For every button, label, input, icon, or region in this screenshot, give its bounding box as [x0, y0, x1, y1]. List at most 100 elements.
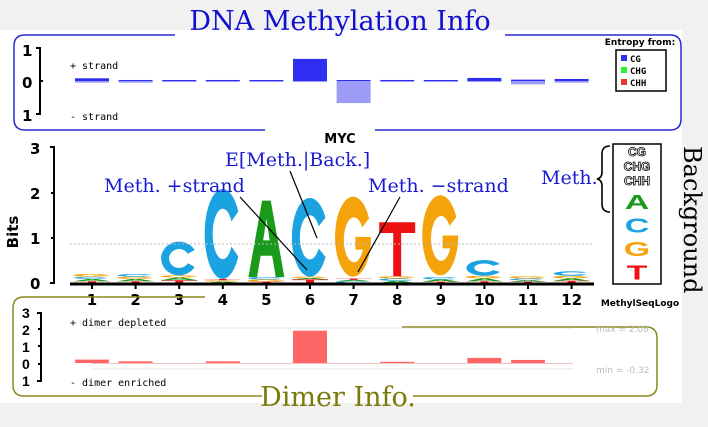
background-letter-g: G [624, 238, 650, 260]
logo-y-tick: 1 [30, 230, 40, 248]
logo-letter-a [466, 278, 503, 282]
dimer-y-tick: 0 [22, 356, 30, 372]
plus-strand-label: + strand [70, 61, 118, 72]
logo-letter-c [422, 277, 457, 280]
logo-letter-c [117, 274, 152, 277]
dimer-enriched-label: - dimer enriched [70, 378, 166, 389]
logo-letter-g [117, 276, 153, 279]
methylation-y-axis [36, 47, 43, 115]
minus-strand-bar [380, 81, 415, 82]
logo-letter-g [291, 276, 328, 279]
plus-strand-bar [511, 79, 545, 81]
minus-strand-bar [554, 81, 589, 83]
logo-letter-g [204, 280, 241, 282]
logo-letter-g [335, 196, 371, 277]
logo-letter-t [379, 222, 416, 277]
logo-letter-a [510, 280, 546, 282]
logo-letter-t [248, 281, 285, 283]
logo-letter-c [291, 197, 326, 277]
legend-label: CHH [630, 79, 646, 89]
logo-letter-t [204, 278, 241, 281]
minus-strand-bar [249, 81, 284, 82]
logo-letter-c [379, 278, 413, 281]
logo-letter-g [509, 276, 546, 279]
plus-strand-bar [205, 79, 240, 81]
minus-strand-annotation: Meth. −strand [368, 175, 509, 197]
minus-strand-bar [511, 81, 545, 85]
background-label: Background [678, 146, 706, 294]
minus-strand-bar [336, 81, 371, 104]
plus-strand-bar [336, 80, 371, 81]
logo-y-tick: 0 [30, 275, 40, 293]
dimer-bar [380, 361, 415, 363]
logo-letter-c [73, 276, 108, 279]
plus-strand-bar [162, 80, 197, 81]
logo-letter-t [553, 280, 590, 283]
dimer-y-tick: 3 [22, 305, 30, 321]
dimer-bar [511, 359, 545, 363]
dimer-bar [467, 357, 502, 363]
logo-letter-g [422, 195, 459, 276]
minus-strand-label: - strand [70, 112, 118, 123]
logo-letter-t [335, 278, 372, 280]
legend-title: Entropy from: [605, 38, 675, 48]
logo-letter-c [204, 188, 239, 279]
max-label: max = 2.08 [596, 325, 649, 335]
minus-strand-bar [205, 81, 240, 82]
logo-y-axis [50, 146, 55, 284]
minus-strand-bar [118, 81, 153, 83]
position-label: 10 [474, 291, 495, 309]
background-box [612, 143, 662, 285]
expectation-annotation: E[Meth.|Back.] [225, 149, 370, 171]
logo-letter-c [466, 260, 500, 276]
logo-letter-t [117, 281, 154, 283]
logo-letter-a [422, 279, 459, 282]
meth-tick-bottom: 1 [22, 107, 32, 125]
plus-strand-bar [467, 77, 502, 81]
position-label: 2 [130, 291, 140, 309]
software-label: MethylSeqLogo [601, 299, 679, 309]
logo-letter-g [378, 276, 415, 279]
logo-letter-t [466, 281, 503, 283]
legend-label: CG [630, 55, 641, 65]
position-label: 8 [392, 291, 402, 309]
plus-strand-bar [249, 80, 284, 81]
minus-strand-bar [423, 81, 458, 82]
plus-strand-bar [118, 79, 153, 81]
position-label: 6 [305, 291, 315, 309]
plus-strand-annotation: Meth. +strand [104, 175, 245, 197]
logo-letter-t [292, 279, 328, 283]
logo-letter-c [248, 277, 282, 280]
logo-letter-a [335, 279, 372, 282]
background-letter-a: A [625, 191, 650, 213]
logo-letter-t [74, 281, 110, 283]
logo-letter-c [161, 241, 195, 276]
logo-letter-g [247, 279, 284, 282]
dimer-y-tick: 2 [22, 322, 30, 338]
dimer-y-tick: 1 [22, 339, 30, 355]
position-label: 1 [87, 291, 97, 309]
logo-letter-a [117, 278, 154, 282]
minus-strand-bar [75, 81, 109, 83]
dimer-box-title: Dimer Info. [260, 382, 416, 413]
logo-letter-g [465, 275, 502, 279]
dimer-bars [75, 330, 545, 363]
logo-letter-a [292, 278, 328, 280]
logo-letter-a [553, 278, 590, 281]
meth-tick-top: 1 [22, 42, 32, 60]
minus-strand-bar [293, 81, 327, 82]
logo-letter-g [553, 275, 589, 279]
legend-swatch-cg [621, 55, 627, 61]
logo-title: MYC [324, 132, 355, 147]
dimer-bar [118, 361, 153, 363]
logo-letter-t [161, 280, 198, 283]
dimer-y-tick: 1 [22, 373, 30, 389]
logo-letter-a [379, 280, 416, 283]
methylation-box-title: DNA Methylation Info [189, 6, 490, 37]
logo-letter-t [422, 281, 459, 283]
minus-strand-bar [162, 81, 197, 82]
logo-letter-c [509, 278, 544, 281]
logo-letter-c [553, 271, 588, 276]
